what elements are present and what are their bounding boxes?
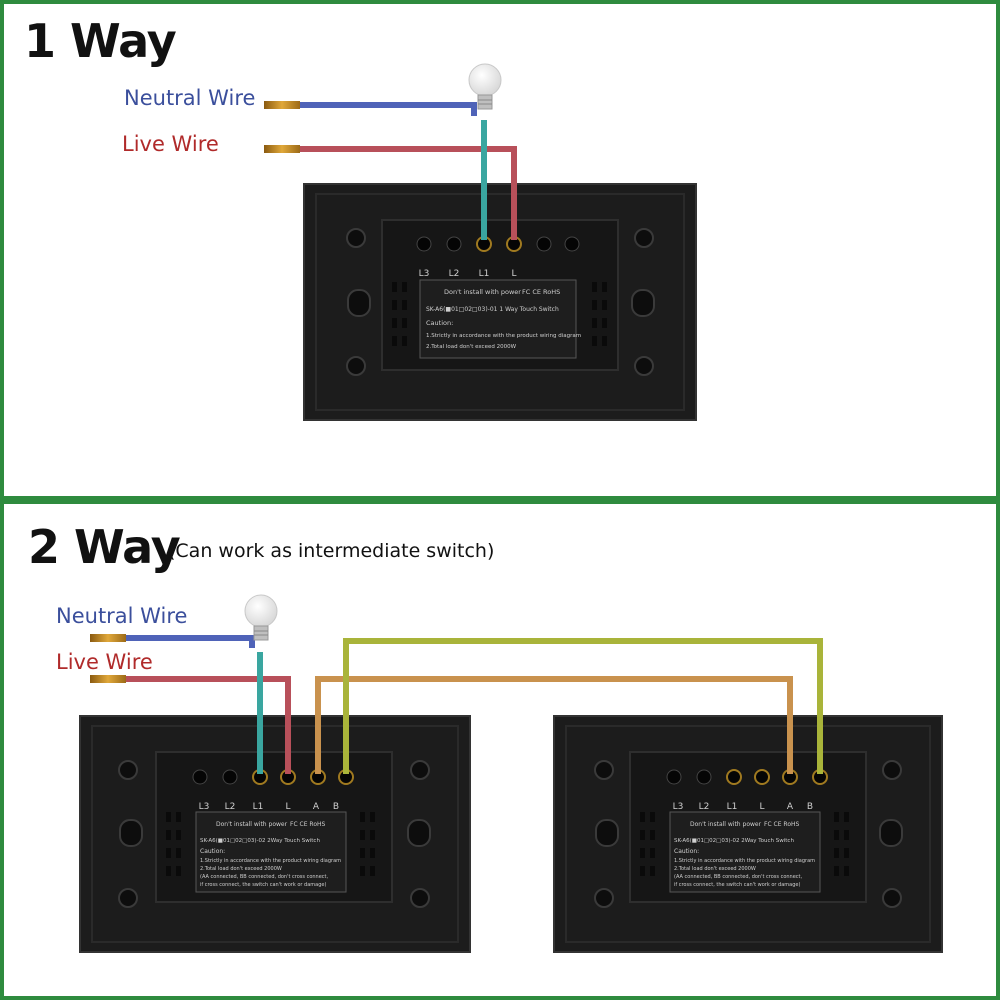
neutral-wire <box>300 102 477 116</box>
two-way-title: 2 Way <box>28 520 181 574</box>
sticker-line: 2.Total load don't exceed 2000W <box>426 344 517 350</box>
two-way-subtitle: (Can work as intermediate switch) <box>168 540 495 562</box>
terminal-label: L1 <box>727 802 738 812</box>
terminal-label: L <box>759 802 764 812</box>
terminal-label: L3 <box>199 802 210 812</box>
screw-icon <box>346 228 366 248</box>
screw-icon <box>594 760 614 780</box>
sticker-line: if cross connect, the switch can't work … <box>674 882 800 888</box>
one-way-switch: L3 L2 L1 L Don't install with power FC C… <box>303 183 697 421</box>
screw-icon <box>410 760 430 780</box>
one-way-live-label: Live Wire <box>122 132 219 156</box>
light-bulb-icon <box>244 594 278 641</box>
two-way-live-label: Live Wire <box>56 650 153 674</box>
sticker-marks: FC CE RoHS <box>290 821 326 828</box>
terminal-label: L2 <box>699 802 710 812</box>
screw-icon <box>634 228 654 248</box>
sticker-line: 1.Strictly in accordance with the produc… <box>426 333 581 339</box>
terminal-label: L <box>511 269 516 279</box>
screw-icon <box>118 760 138 780</box>
terminal-label: L2 <box>449 269 460 279</box>
sticker-warning: Don't install with power <box>444 288 521 296</box>
terminal-label: L3 <box>673 802 684 812</box>
live-wire <box>300 146 517 240</box>
live-wire <box>126 676 291 774</box>
sticker-warning: Don't install with power <box>216 821 288 828</box>
wire-tip <box>90 634 126 642</box>
light-bulb-icon <box>468 63 502 110</box>
sticker-line: if cross connect, the switch can't work … <box>200 882 326 888</box>
terminal-label: A <box>787 802 794 812</box>
two-way-switch-right: L3 L2 L1 L A B Don't install with power … <box>553 715 943 953</box>
sticker-line: (AA connected, BB connected, don't cross… <box>200 874 329 880</box>
two-way-switch-left: L3 L2 L1 L A B Don't install with power … <box>79 715 471 953</box>
sticker-line: 1.Strictly in accordance with the produc… <box>200 858 341 864</box>
sticker-model: SK-A6(■01□02□03)-02 2Way Touch Switch <box>674 838 794 844</box>
terminal-label: B <box>333 802 339 812</box>
a-traveler-wire <box>315 676 793 774</box>
one-way-neutral-label: Neutral Wire <box>124 86 256 110</box>
terminal-label: L1 <box>479 269 490 279</box>
neutral-wire <box>126 635 255 648</box>
screw-icon <box>882 888 902 908</box>
screw-icon <box>118 888 138 908</box>
sticker-caution: Caution: <box>426 319 453 327</box>
two-way-wires <box>90 634 823 774</box>
wire-tip <box>90 675 126 683</box>
sticker-caution: Caution: <box>674 848 699 855</box>
wire-tip <box>264 101 300 109</box>
b-traveler-wire <box>343 638 823 774</box>
sticker-model: SK-A6(■01□02□03)-01 1 Way Touch Switch <box>426 306 559 313</box>
sticker-marks: FC CE RoHS <box>764 821 800 828</box>
sticker-caution: Caution: <box>200 848 225 855</box>
sticker-line: 2.Total load don't exceed 2000W <box>200 866 282 872</box>
terminal-label: L <box>285 802 290 812</box>
sticker-warning: Don't install with power <box>690 821 762 828</box>
sticker-line: 2.Total load don't exceed 2000W <box>674 866 756 872</box>
terminal-label: A <box>313 802 320 812</box>
one-way-title: 1 Way <box>24 14 177 68</box>
terminal-label: L3 <box>419 269 430 279</box>
one-way-wires <box>264 101 517 240</box>
sticker-model: SK-A6(■01□02□03)-02 2Way Touch Switch <box>200 838 320 844</box>
terminal-label: B <box>807 802 813 812</box>
terminal-label: L2 <box>225 802 236 812</box>
sticker-marks: FC CE RoHS <box>522 288 560 296</box>
wire-tip <box>264 145 300 153</box>
screw-icon <box>410 888 430 908</box>
terminal-label: L1 <box>253 802 264 812</box>
screw-icon <box>594 888 614 908</box>
screw-icon <box>346 356 366 376</box>
sticker-line: 1.Strictly in accordance with the produc… <box>674 858 815 864</box>
sticker-line: (AA connected, BB connected, don't cross… <box>674 874 803 880</box>
two-way-neutral-label: Neutral Wire <box>56 604 188 628</box>
screw-icon <box>634 356 654 376</box>
screw-icon <box>882 760 902 780</box>
